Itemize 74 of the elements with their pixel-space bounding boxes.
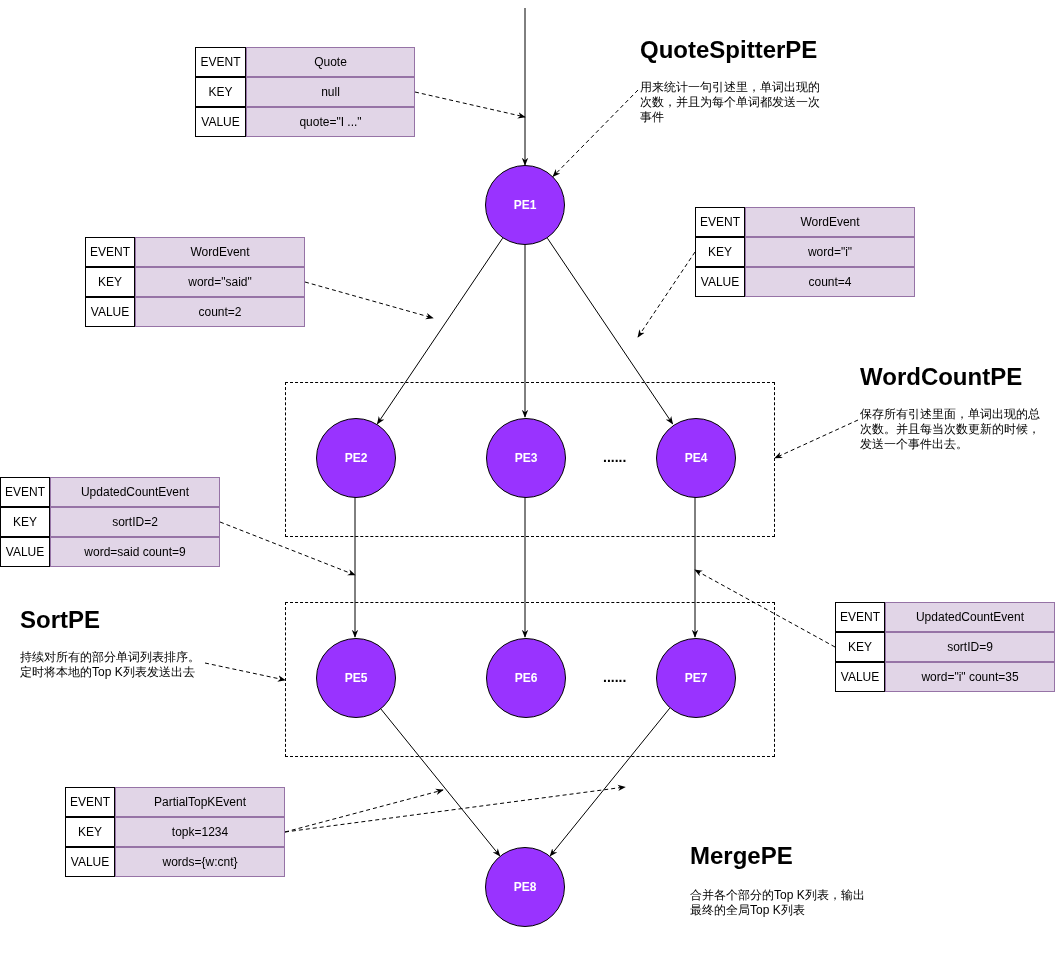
- field-value-cell: topk=1234: [115, 817, 285, 847]
- field-value-cell: quote="I ...": [246, 107, 415, 137]
- field-value-cell: word="said": [135, 267, 305, 297]
- field-name-cell: KEY: [695, 237, 745, 267]
- field-name-cell: VALUE: [195, 107, 246, 137]
- field-value-cell: words={w:cnt}: [115, 847, 285, 877]
- ellipsis-text: ......: [603, 449, 627, 465]
- field-value-cell: sortID=9: [885, 632, 1055, 662]
- field-name-cell: EVENT: [0, 477, 50, 507]
- field-value-cell: word="i": [745, 237, 915, 267]
- field-value-cell: count=4: [745, 267, 915, 297]
- heading: MergePE: [690, 842, 793, 870]
- field-name-cell: VALUE: [65, 847, 115, 877]
- heading: QuoteSpitterPE: [640, 36, 819, 64]
- leader-line: [204, 662, 286, 682]
- field-value-cell: UpdatedCountEvent: [885, 602, 1055, 632]
- field-value-cell: sortID=2: [50, 507, 220, 537]
- process-circle: PE7: [656, 638, 736, 718]
- ellipsis-text: ......: [603, 669, 627, 685]
- arrow: [691, 496, 699, 638]
- field-value-cell: Quote: [246, 47, 415, 77]
- dashed-group-box: [285, 602, 775, 757]
- arrow: [549, 707, 671, 857]
- leader-line: [219, 521, 356, 576]
- field-value-cell: word="i" count=35: [885, 662, 1055, 692]
- leader-line: [637, 251, 696, 338]
- field-name-cell: VALUE: [835, 662, 885, 692]
- field-name-cell: VALUE: [0, 537, 50, 567]
- field-name-cell: EVENT: [695, 207, 745, 237]
- field-name-cell: VALUE: [695, 267, 745, 297]
- arrow: [351, 496, 359, 638]
- field-value-cell: WordEvent: [745, 207, 915, 237]
- arrow: [521, 244, 529, 418]
- description-text: 合并各个部分的Top K列表，输出最终的全局Top K列表: [690, 888, 866, 918]
- leader-line: [414, 91, 526, 119]
- field-name-cell: KEY: [0, 507, 50, 537]
- arrow: [546, 237, 674, 425]
- arrow: [521, 496, 529, 638]
- description-text: 保存所有引述里面，单词出现的总次数。并且每当次数更新的时候，发送一个事件出去。: [860, 407, 1041, 452]
- field-value-cell: null: [246, 77, 415, 107]
- process-circle: PE2: [316, 418, 396, 498]
- leader-line: [774, 419, 859, 459]
- process-circle: PE8: [485, 847, 565, 927]
- dashed-group-box: [285, 382, 775, 537]
- field-name-cell: KEY: [65, 817, 115, 847]
- description-text: 用来统计一句引述里，单词出现的次数，并且为每个单词都发送一次事件: [640, 80, 821, 125]
- process-circle: PE4: [656, 418, 736, 498]
- field-name-cell: KEY: [195, 77, 246, 107]
- field-name-cell: VALUE: [85, 297, 135, 327]
- leader-line: [552, 89, 639, 178]
- process-circle: PE6: [486, 638, 566, 718]
- process-circle: PE3: [486, 418, 566, 498]
- arrow: [379, 707, 501, 857]
- arrow: [521, 7, 529, 166]
- field-value-cell: WordEvent: [135, 237, 305, 267]
- field-value-cell: UpdatedCountEvent: [50, 477, 220, 507]
- process-circle: PE5: [316, 638, 396, 718]
- heading: SortPE: [20, 606, 101, 634]
- arrow: [376, 237, 504, 425]
- leader-line: [284, 784, 626, 833]
- leader-line: [304, 281, 434, 320]
- field-name-cell: EVENT: [835, 602, 885, 632]
- field-name-cell: EVENT: [65, 787, 115, 817]
- process-circle: PE1: [485, 165, 565, 245]
- field-value-cell: word=said count=9: [50, 537, 220, 567]
- field-value-cell: PartialTopKEvent: [115, 787, 285, 817]
- field-name-cell: KEY: [835, 632, 885, 662]
- field-value-cell: count=2: [135, 297, 305, 327]
- leader-line: [694, 569, 836, 648]
- heading: WordCountPE: [860, 363, 1024, 391]
- description-text: 持续对所有的部分单词列表排序。定时将本地的Top K列表发送出去: [20, 650, 201, 680]
- field-name-cell: EVENT: [195, 47, 246, 77]
- field-name-cell: KEY: [85, 267, 135, 297]
- field-name-cell: EVENT: [85, 237, 135, 267]
